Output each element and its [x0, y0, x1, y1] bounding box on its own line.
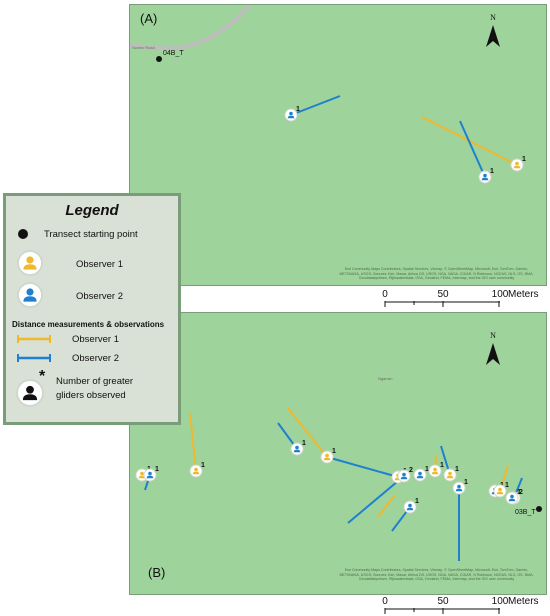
- transect-label: 04B_T: [163, 50, 184, 57]
- legend-symbols: [16, 229, 51, 407]
- north-label: N: [490, 13, 496, 22]
- panel-label-b: (B): [148, 565, 166, 580]
- observer-2-marker-icon: [452, 481, 466, 495]
- glider-count-label: 1: [302, 440, 306, 447]
- glider-count-label: 1: [425, 466, 429, 473]
- map-panel-b: (B) 1111112111111121 03B_T Ngarran N Esr…: [129, 312, 547, 595]
- scale-tick-0: 0: [382, 596, 388, 607]
- glider-count-label: 1: [517, 489, 521, 496]
- legend-count-label-2: gliders observed: [56, 390, 126, 401]
- observer-1-marker-icon: [320, 450, 334, 464]
- observer-1-distance-line: [189, 412, 197, 472]
- legend-title: Legend: [65, 202, 119, 219]
- glider-count-label: 1: [455, 466, 459, 473]
- glider-count-label: 2: [409, 467, 413, 474]
- glider-count-label: 1: [505, 482, 509, 489]
- glider-count-label: 1: [522, 156, 526, 163]
- legend: Legend Transect starting point Observer …: [3, 193, 181, 425]
- observer-1-icon: [17, 250, 43, 276]
- map-attribution: Esri Community Maps Contributors, Spatia…: [339, 267, 534, 281]
- observer-1-marker-icon: [493, 484, 507, 498]
- observer-1-marker-icon: [510, 158, 524, 172]
- map-canvas-b: 1111112111111121: [135, 406, 542, 561]
- transect-point-icon: [156, 56, 162, 62]
- scale-tick-0: 0: [382, 289, 388, 300]
- scale-unit: Meters: [508, 289, 539, 300]
- panel-label-a: (A): [140, 11, 158, 26]
- observer-2-distance-line: [290, 95, 341, 116]
- north-arrow-icon: N: [482, 13, 504, 49]
- map-canvas-a: 1 1 1: [130, 5, 526, 184]
- glider-count-label: 1: [440, 462, 444, 469]
- scale-tick-100: 100: [491, 596, 509, 607]
- glider-count-label: 1: [296, 106, 300, 113]
- legend-count-label-1: Number of greater: [56, 376, 134, 387]
- observer-2-marker-icon: [397, 469, 411, 483]
- observer-1-marker-icon: [189, 464, 203, 478]
- observer-1-marker-icon: [428, 464, 442, 478]
- map-attribution: Esri Community Maps Contributors, Spatia…: [339, 568, 534, 582]
- observer-2-marker-icon: [413, 468, 427, 482]
- observer-2-icon: [17, 282, 43, 308]
- scale-tick-100: 100: [491, 289, 509, 300]
- observer-2-marker-icon: [284, 108, 298, 122]
- observer-1-distance-line: [286, 406, 328, 458]
- glider-count-label: 1: [201, 462, 205, 469]
- legend-observer1-label: Observer 1: [76, 259, 123, 270]
- scale-tick-50: 50: [437, 596, 449, 607]
- glider-count-label: 1: [415, 498, 419, 505]
- transect-point-icon: [18, 229, 28, 239]
- glider-count-label: 1: [155, 466, 159, 473]
- observer-2-marker-icon: [478, 170, 492, 184]
- observer-1-distance-line: [377, 494, 396, 518]
- legend-transect-label: Transect starting point: [44, 229, 138, 240]
- scale-unit: Meters: [508, 596, 539, 607]
- glider-count-label: 1: [490, 168, 494, 175]
- glider-count-label: 1: [332, 448, 336, 455]
- observer-2-marker-icon: [143, 468, 157, 482]
- place-label: Ngarran: [378, 376, 393, 381]
- road-label: Scenic Road: [132, 45, 155, 50]
- legend-line-observer2-label: Observer 2: [72, 353, 119, 364]
- scale-bar-a: 0 50 100 Meters: [380, 289, 550, 307]
- glider-count-label: 1: [464, 479, 468, 486]
- observer-2-marker-icon: [505, 491, 519, 505]
- observer-2-distance-line: [347, 475, 405, 524]
- legend-distance-heading: Distance measurements & observations: [12, 320, 165, 329]
- glider-count-label: 2: [519, 489, 523, 496]
- glider-count-icon: [16, 379, 44, 407]
- legend-asterisk: *: [39, 368, 46, 385]
- observer-2-marker-icon: [403, 500, 417, 514]
- scale-tick-50: 50: [437, 289, 449, 300]
- transect-point-icon: [536, 506, 542, 512]
- observer-2-marker-icon: [290, 442, 304, 456]
- north-arrow-icon: N: [482, 331, 504, 367]
- observer-2-distance-line: [459, 120, 486, 178]
- observer-2-distance-line: [326, 456, 399, 478]
- map-panel-a: (A) 1 1 1 04B_T Scenic Road N Esri Communi…: [129, 4, 547, 286]
- transect-label: 03B_T: [515, 509, 536, 516]
- scale-bar-b: 0 50 100 Meters: [380, 596, 550, 614]
- legend-observer2-label: Observer 2: [76, 291, 123, 302]
- north-label: N: [490, 331, 496, 340]
- legend-line-observer1-label: Observer 1: [72, 334, 119, 345]
- observer-1-marker-icon: [443, 468, 457, 482]
- road: [130, 5, 252, 51]
